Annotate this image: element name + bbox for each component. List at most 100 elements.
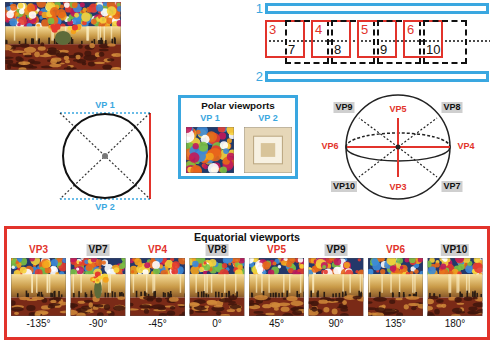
glass-flower	[397, 258, 403, 264]
region-number: 2	[251, 70, 263, 83]
column	[256, 274, 258, 293]
carpet-swirl	[389, 299, 395, 304]
carpet-swirl	[428, 312, 434, 316]
person	[281, 293, 283, 298]
person	[403, 292, 405, 297]
glass-flower	[208, 163, 219, 173]
glass-flower	[76, 268, 79, 271]
viewport-label: VP6	[386, 244, 405, 256]
glass-flower	[60, 4, 64, 8]
carpet-swirl	[78, 44, 83, 49]
glass-flower	[6, 6, 11, 11]
glass-flower	[131, 270, 134, 273]
viewport-tile: VP6135°	[368, 244, 423, 332]
angle-label: -135°	[26, 318, 50, 330]
column	[313, 274, 315, 293]
region-number: 3	[269, 23, 276, 37]
glass-flower	[372, 262, 381, 271]
glass-flower	[82, 8, 86, 12]
carpet-swirl	[97, 312, 104, 316]
carpet-swirl	[468, 307, 477, 311]
carpet-swirl	[290, 301, 303, 307]
carpet-swirl	[395, 298, 402, 300]
person	[342, 292, 344, 298]
carpet-swirl	[340, 313, 349, 316]
glass-flower	[186, 127, 192, 133]
glass-flower	[107, 6, 117, 16]
glass-flower	[72, 2, 78, 8]
carpet-swirl	[332, 308, 338, 314]
glass-flower	[222, 263, 227, 268]
glass-flower	[262, 261, 270, 269]
person	[105, 293, 107, 298]
vase	[55, 31, 71, 45]
column	[369, 274, 371, 293]
person	[317, 291, 319, 298]
lobby-wall	[5, 26, 121, 44]
carpet-swirl	[177, 304, 185, 306]
person	[91, 291, 93, 298]
lobby-wall	[130, 274, 185, 297]
carpet-swirl	[216, 311, 221, 315]
photo-frame	[249, 258, 304, 316]
carpet-swirl	[114, 305, 126, 311]
glass-flower	[204, 261, 207, 264]
carpet-swirl	[190, 310, 194, 315]
glass-flower	[440, 263, 446, 269]
carpet-swirl	[84, 51, 91, 57]
person	[403, 294, 405, 297]
glass-flower	[228, 262, 231, 265]
view-direction	[398, 118, 437, 147]
column	[146, 274, 148, 293]
angle-label: 45°	[269, 318, 284, 330]
person	[449, 293, 451, 297]
lobby-wall	[368, 274, 423, 297]
sphere-label: VP10	[331, 181, 357, 192]
carpet-swirl	[102, 65, 112, 70]
carpet-swirl	[211, 306, 224, 312]
flower	[96, 279, 99, 282]
column	[46, 274, 48, 293]
viewport-tile: VP7 -90°	[71, 244, 126, 332]
carpet-swirl	[368, 301, 373, 304]
person	[296, 291, 298, 298]
person	[27, 293, 29, 297]
person	[111, 39, 113, 44]
carpet-swirl	[19, 297, 30, 300]
carpet-swirl	[456, 303, 464, 305]
viewport-label: VP3	[29, 244, 48, 256]
person	[278, 293, 280, 297]
carpet-swirl	[179, 314, 185, 316]
sphere-label: VP6	[319, 141, 340, 152]
column	[47, 274, 49, 293]
glass-flower	[189, 152, 200, 163]
carpet-swirl	[353, 296, 362, 300]
carpet-swirl	[169, 297, 179, 302]
column	[450, 274, 452, 293]
carpet-swirl	[190, 302, 200, 307]
angle-label: 90°	[328, 318, 343, 330]
person	[392, 293, 394, 297]
sphere-label: VP4	[455, 141, 476, 152]
viewport-label: VP7	[87, 244, 110, 256]
glass-flower	[71, 258, 78, 262]
person	[81, 41, 83, 44]
glass-flower	[11, 258, 13, 261]
viewport-tile: VP3 -135°	[11, 244, 66, 332]
column	[87, 26, 89, 40]
region-number: 6	[407, 23, 414, 37]
glass-flower	[223, 148, 229, 154]
person	[197, 292, 199, 298]
glass-flower	[300, 264, 304, 269]
glass-flower	[98, 266, 101, 269]
region-number: 1	[251, 2, 263, 15]
flower	[90, 277, 95, 282]
glass-flower	[19, 9, 24, 14]
glass-flower	[368, 269, 373, 274]
column	[224, 274, 226, 293]
carpet-swirl	[34, 51, 40, 57]
region-number: 8	[334, 43, 341, 57]
angle-label: -90°	[89, 318, 107, 330]
carpet-swirl	[106, 311, 111, 313]
